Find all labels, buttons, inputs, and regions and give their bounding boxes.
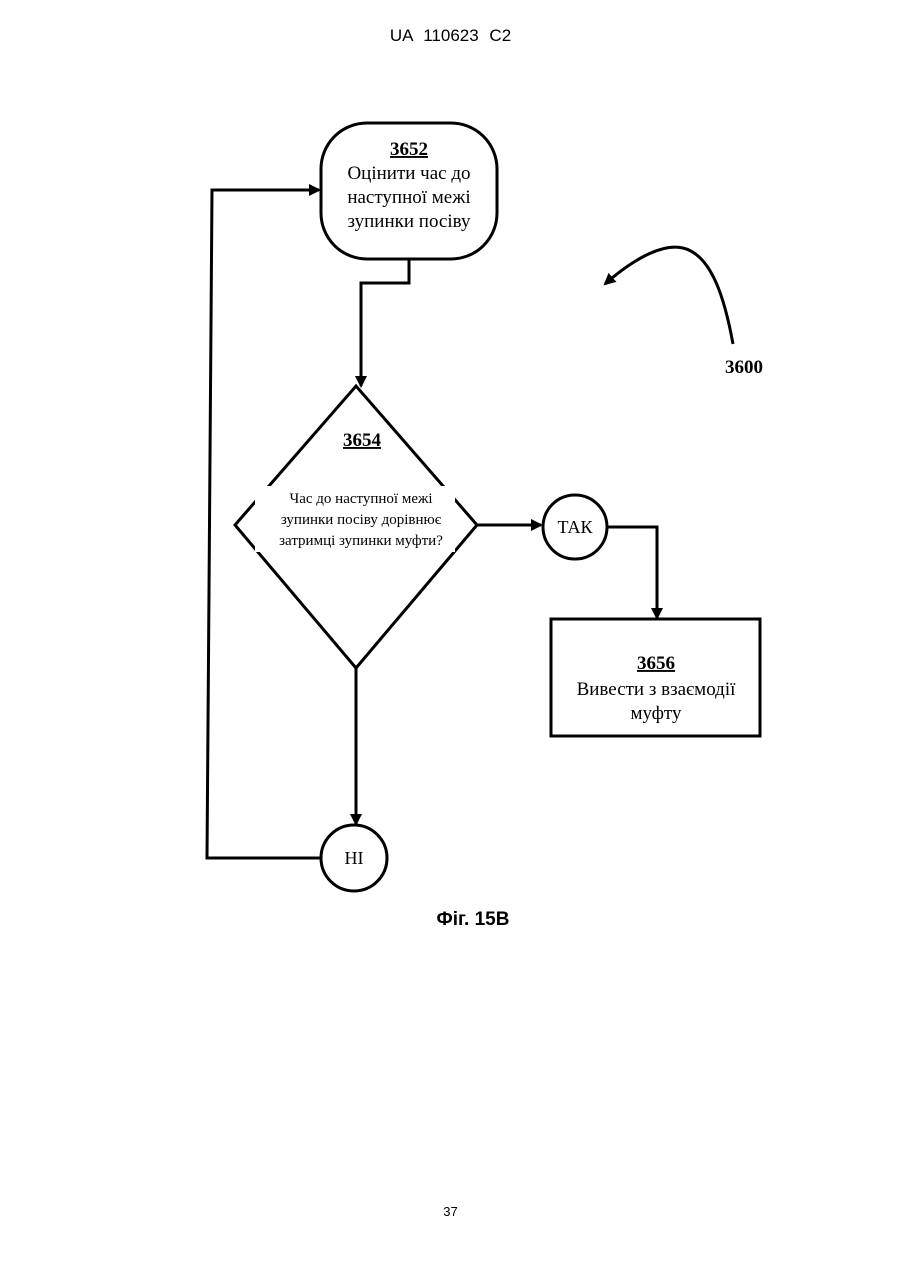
decision-node-line-3: затримці зупинки муфти? xyxy=(279,533,443,549)
yes-node-label: ТАК xyxy=(557,517,593,537)
estimate-node-line-3: зупинки посіву xyxy=(348,211,471,232)
connector-estimate-to-decision xyxy=(361,259,409,386)
no-node-label: НІ xyxy=(345,848,364,868)
decision-node-id: 3654 xyxy=(343,430,382,451)
connector-yes-to-disengage xyxy=(607,527,657,618)
reference-arrow xyxy=(605,247,733,344)
decision-node-line-2: зупинки посіву дорівнює xyxy=(281,512,442,528)
figure-reference-number: 3600 xyxy=(725,357,763,378)
page-number: 37 xyxy=(0,1204,901,1219)
disengage-node-line-1: Вивести з взаємодії xyxy=(577,679,737,700)
disengage-node-id: 3656 xyxy=(637,653,675,674)
estimate-node-line-2: наступної межі xyxy=(347,187,470,208)
disengage-node-line-2: муфту xyxy=(631,703,682,724)
estimate-node-id: 3652 xyxy=(390,139,428,160)
figure-caption: Фіг. 15В xyxy=(437,909,510,930)
decision-node-line-1: Час до наступної межі xyxy=(289,491,432,507)
estimate-node-line-1: Оцінити час до xyxy=(347,163,470,184)
